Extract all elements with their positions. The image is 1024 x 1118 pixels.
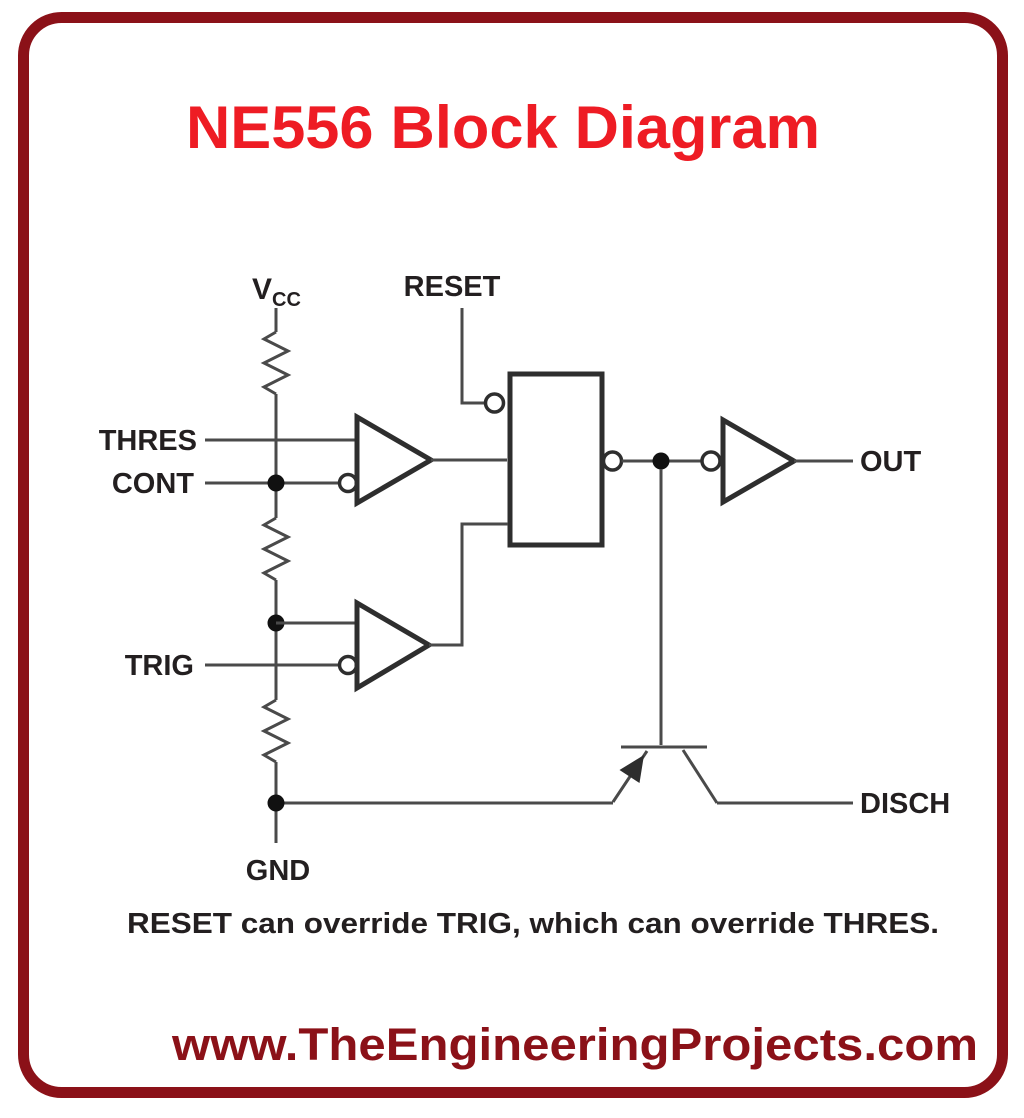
vcc-label: VCC [252,273,301,311]
output-junction-dot [652,452,670,470]
trig-comparator [354,598,434,693]
disch-label: DISCH [860,788,950,820]
footer-website: www.TheEngineeringProjects.com [171,1019,978,1070]
thres-comparator-invert-bubble [337,472,359,494]
transistor-collector-line [681,749,719,804]
transistor-emitter-arrow-icon [619,755,644,783]
cont-junction-dot [267,474,285,492]
flipflop-output-bubble [601,450,624,472]
vcc-label-subscript: CC [272,289,301,311]
reset-label: RESET [404,271,501,303]
resistor-1 [260,330,292,396]
reset-wire [460,308,485,405]
vcc-label-main: V [252,273,272,306]
thres-comparator [354,412,436,508]
reset-invert-bubble [483,392,506,414]
out-label: OUT [860,446,922,478]
trig-label: TRIG [125,650,194,682]
page-title: NE556 Block Diagram [186,94,820,161]
output-buffer [720,415,799,507]
trig-comparator-output-wire [429,522,508,647]
outer-border [18,12,1008,1098]
thres-label: THRES [99,425,197,457]
gnd-label: GND [246,855,310,887]
resistor-2 [260,516,292,582]
flipflop-box [507,371,605,548]
circuit-diagram [205,308,853,843]
trig-comparator-invert-bubble [337,654,359,676]
gnd-junction-dot [267,794,285,812]
cont-label: CONT [112,468,194,500]
resistor-3 [260,698,292,764]
output-buffer-invert-bubble [700,450,722,472]
caption-text: RESET can override TRIG, which can overr… [127,908,939,940]
